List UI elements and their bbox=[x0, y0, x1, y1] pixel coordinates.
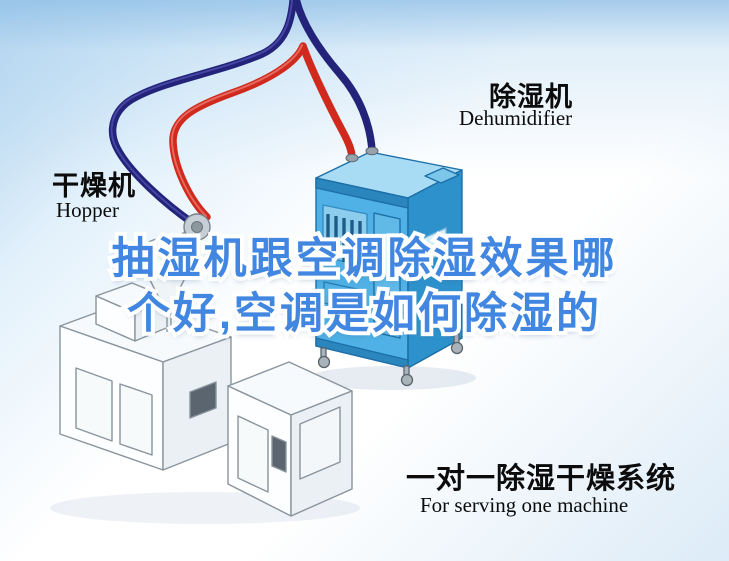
hopper-fan-hub bbox=[191, 221, 203, 233]
dehumidifier-label-en: Dehumidifier bbox=[459, 106, 573, 130]
dehumidifier-illustration bbox=[315, 151, 464, 387]
title-line2-text: 个好,空调是如何除湿的 bbox=[127, 290, 602, 338]
casters bbox=[317, 333, 464, 387]
panel-dark-1 bbox=[189, 381, 217, 419]
hopper-cone bbox=[145, 271, 189, 315]
port-fitting-navy bbox=[365, 146, 379, 156]
hopper-label-en: Hopper bbox=[56, 198, 119, 222]
lower-grille bbox=[323, 281, 367, 313]
title-line1-outline: 抽湿机跟空调除湿效果哪 bbox=[108, 231, 619, 287]
panel-door-1 bbox=[75, 367, 113, 442]
title-line-1: 抽湿机跟空调除湿效果哪 抽湿机跟空调除湿效果哪 bbox=[0, 231, 729, 287]
side-sticker bbox=[419, 227, 447, 265]
port-fitting-red bbox=[345, 153, 359, 163]
panel-dark-2 bbox=[271, 435, 287, 473]
vent-slots bbox=[326, 214, 362, 265]
navy-hose-highlight bbox=[110, 0, 294, 224]
title-line1-text: 抽湿机跟空调除湿效果哪 bbox=[111, 235, 618, 283]
top-junction-box bbox=[424, 167, 460, 184]
caption-en: For serving one machine bbox=[420, 493, 629, 517]
hopper-label-cn: 干燥机 bbox=[52, 171, 136, 201]
main-title: 抽湿机跟空调除湿效果哪 抽湿机跟空调除湿效果哪 个好,空调是如何除湿的 个好,空… bbox=[0, 231, 729, 342]
panel-door-3 bbox=[237, 415, 269, 493]
feeder-side bbox=[134, 298, 172, 342]
panel-door-4 bbox=[299, 406, 341, 480]
dehumidifier-top-strip bbox=[315, 177, 409, 209]
dehumidifier-label-cn: 除湿机 bbox=[489, 82, 573, 112]
dehumidifier-shadow bbox=[308, 366, 476, 390]
title-line2-outline: 个好,空调是如何除湿的 bbox=[123, 286, 603, 342]
service-door bbox=[373, 212, 401, 339]
hose-fittings bbox=[183, 146, 379, 241]
extruder-illustration bbox=[59, 227, 353, 517]
panel-door-2 bbox=[119, 383, 153, 456]
hoses bbox=[108, 0, 376, 228]
red-hose-highlight bbox=[170, 44, 303, 217]
caption-cn: 一对一除湿干燥系统 bbox=[406, 463, 677, 495]
title-line-2: 个好,空调是如何除湿的 个好,空调是如何除湿的 bbox=[0, 286, 729, 342]
door-handle bbox=[393, 268, 397, 280]
